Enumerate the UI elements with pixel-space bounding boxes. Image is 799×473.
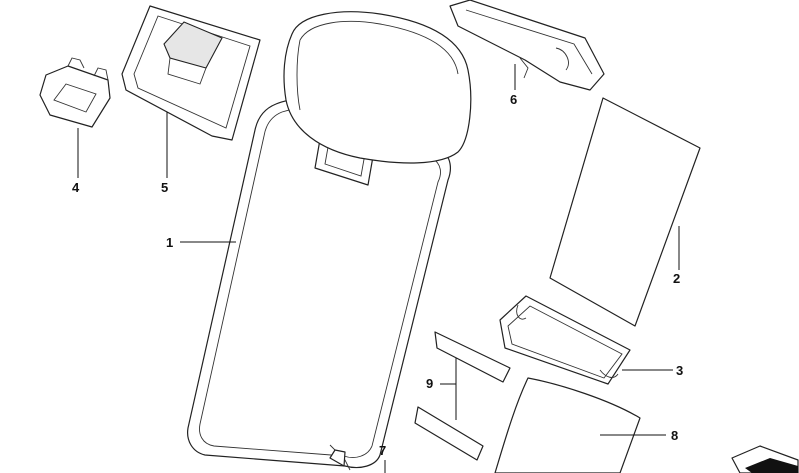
callout-6: 6 [510, 92, 517, 107]
leader-lines [77, 64, 680, 473]
callout-5: 5 [161, 180, 168, 195]
parts-diagram-logo-icon [731, 445, 799, 473]
callout-3: 3 [676, 363, 683, 378]
part-3-bracket [499, 295, 631, 385]
part-8-cover [494, 377, 641, 473]
callout-7: 7 [379, 443, 386, 458]
callout-9: 9 [426, 376, 433, 391]
callout-1: 1 [166, 235, 173, 250]
callout-labels: 1 2 3 4 5 6 7 8 9 [72, 92, 683, 458]
callout-8: 8 [671, 428, 678, 443]
callout-4: 4 [72, 180, 80, 195]
part-6-bracket [449, 0, 605, 91]
part-7-stem [329, 449, 346, 467]
part-4-clip [39, 57, 111, 128]
part-1-headrest [283, 11, 472, 164]
part-9-strips [414, 331, 511, 461]
part-5-housing [121, 5, 261, 141]
part-2-panel [549, 97, 701, 327]
callout-2: 2 [673, 271, 680, 286]
